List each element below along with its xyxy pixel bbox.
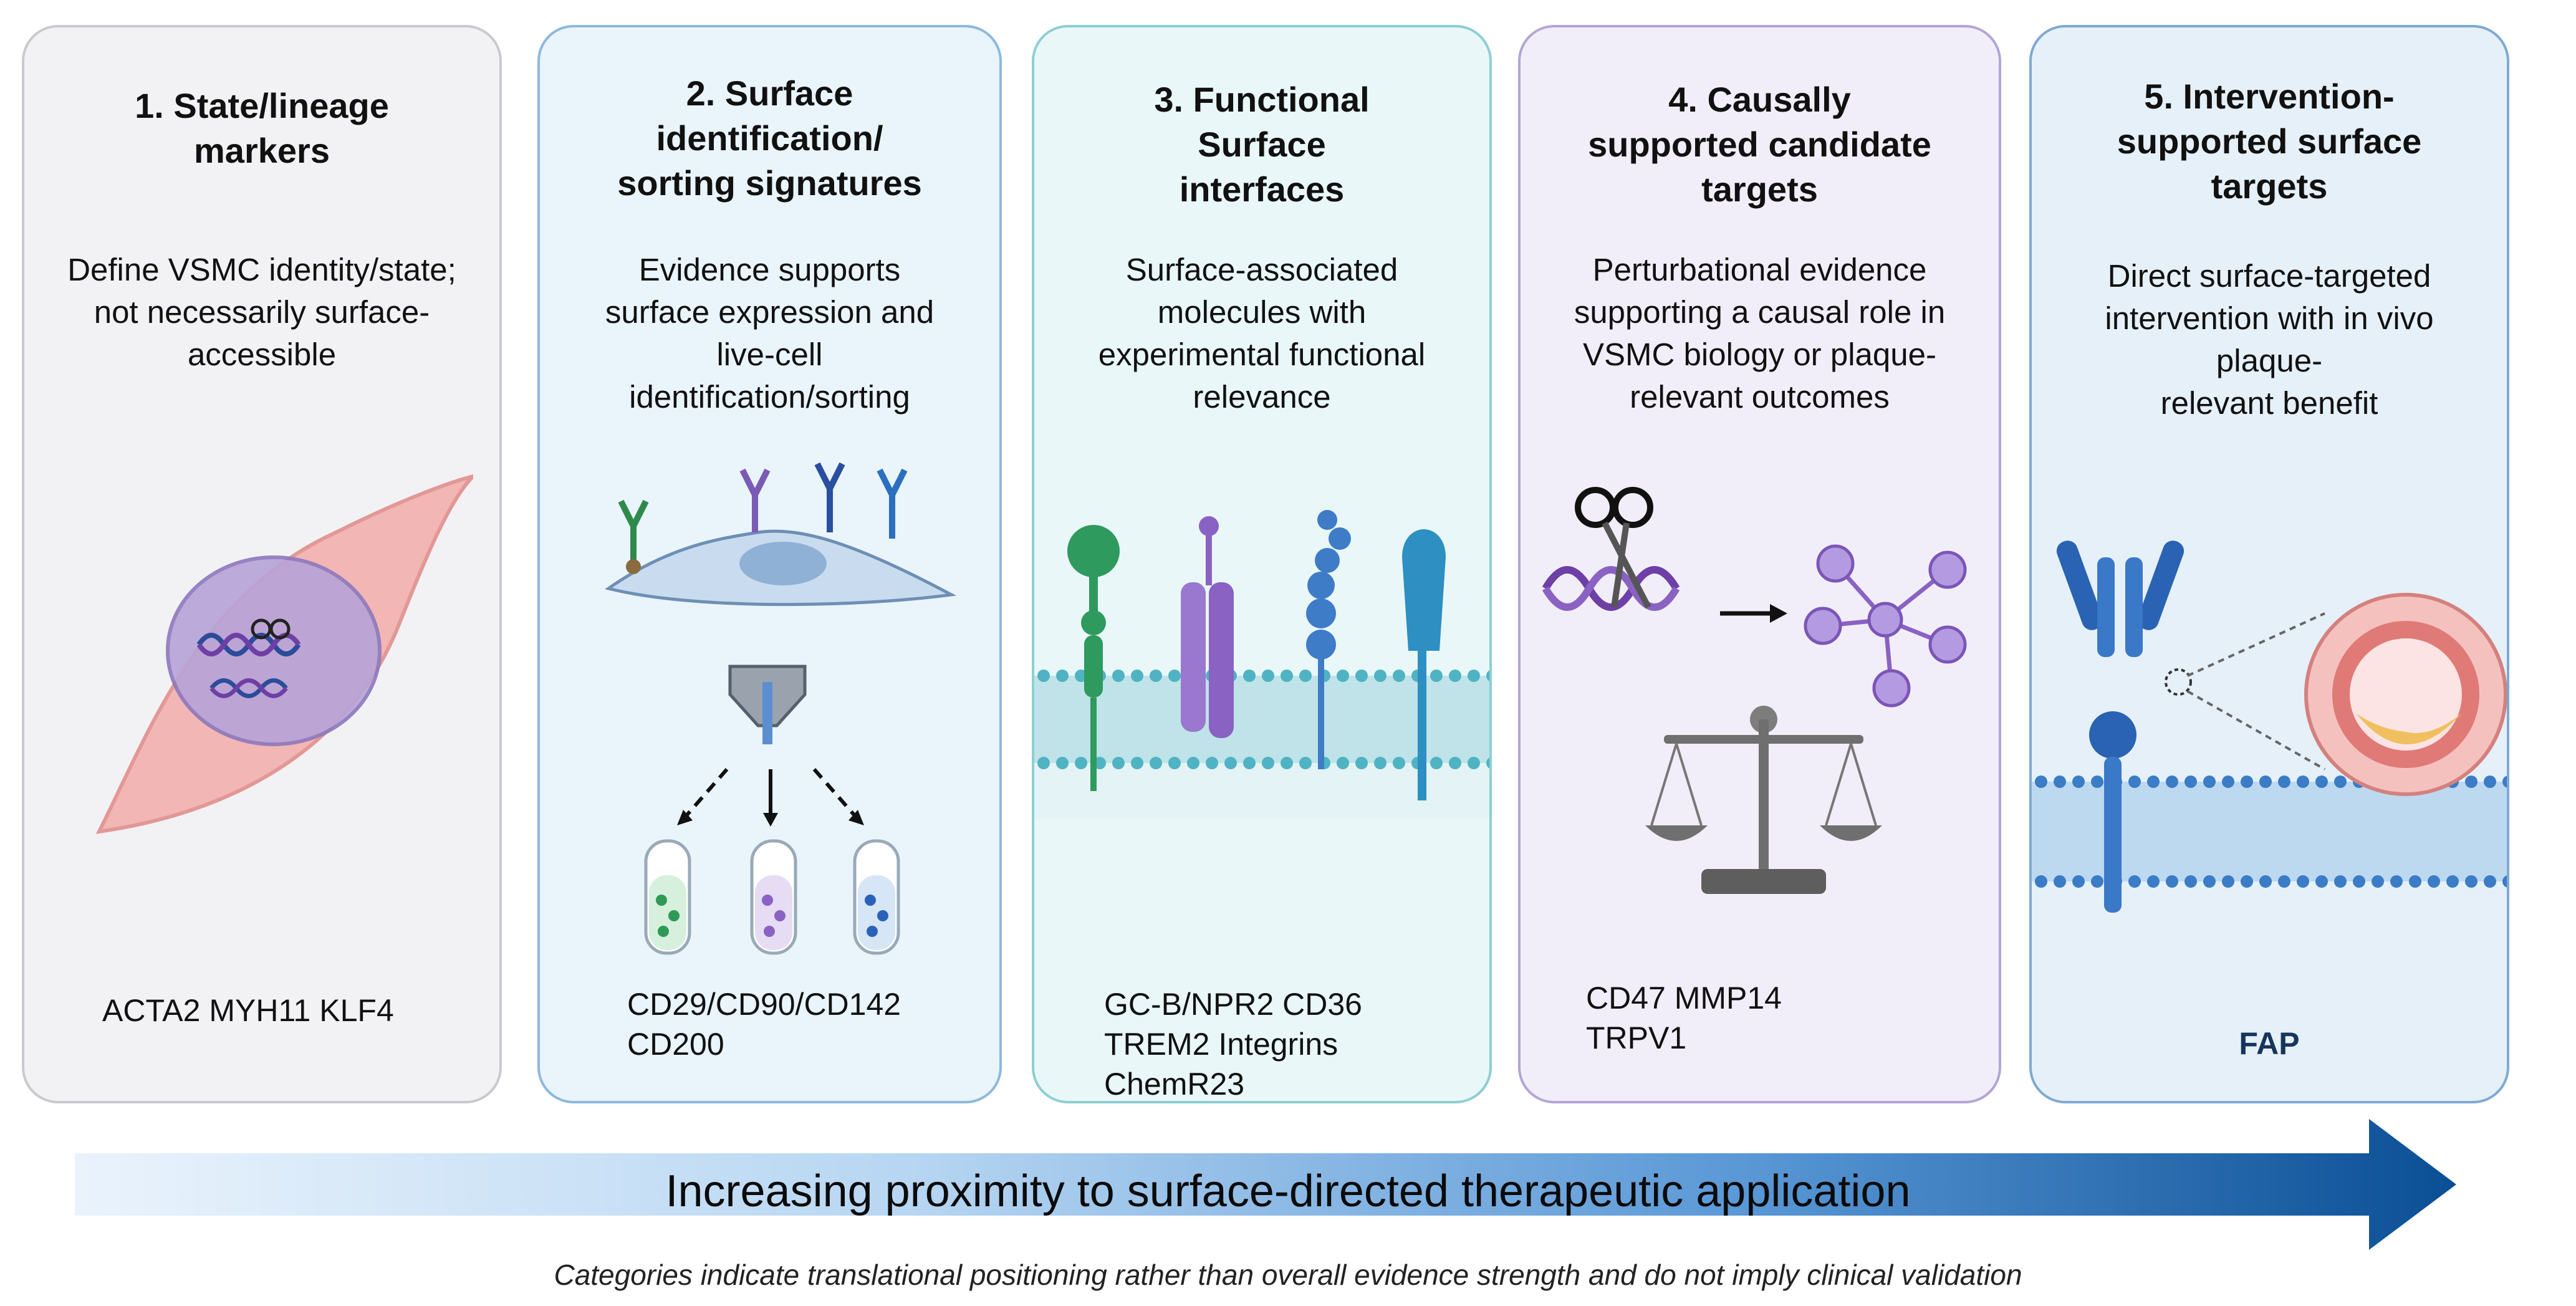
panel-5-markers: FAP — [2239, 1026, 2300, 1061]
panel-intervention-supported-targets: 5. Intervention- supported surface targe… — [2029, 25, 2509, 1103]
panel-2-title: 2. Surface identification/ sorting signa… — [617, 74, 922, 203]
cell-sorter-nozzle-icon — [728, 665, 807, 744]
panel-surface-identification: 2. Surface identification/ sorting signa… — [537, 25, 1002, 1103]
balance-scale-icon — [1645, 706, 1882, 894]
panel-5-title: 5. Intervention- supported surface targe… — [2117, 77, 2422, 206]
panel-3-description: Surface-associated molecules with experi… — [1098, 252, 1426, 415]
panel-causally-supported-targets: 4. Causally supported candidate targets … — [1518, 25, 2001, 1103]
gradient-arrow — [75, 1119, 2456, 1250]
panel-3-title: 3. Functional Surface interfaces — [1154, 80, 1370, 209]
panel-2-description: Evidence supports surface expression and… — [605, 252, 935, 415]
arrow-label: Increasing proximity to surface-directed… — [665, 1166, 1911, 1216]
panel-1-markers: ACTA2 MYH11 KLF4 — [102, 993, 394, 1028]
panel-functional-surface-interfaces: 3. Functional Surface interfaces Surface… — [1032, 25, 1492, 1103]
panel-4-markers: CD47 MMP14 TRPV1 — [1586, 981, 1782, 1055]
panel-4-description: Perturbational evidence supporting a cau… — [1574, 252, 1946, 415]
sorting-arrows — [677, 768, 864, 827]
membrane-receptors-illustration — [1034, 510, 1489, 819]
panel-4-title: 4. Causally supported candidate targets — [1588, 80, 1931, 209]
panel-2-markers: CD29/CD90/CD142 CD200 — [627, 987, 901, 1062]
smooth-muscle-cell-illustration — [95, 474, 473, 834]
footnote: Categories indicate translational positi… — [554, 1259, 2022, 1291]
panel-1-title: 1. State/lineage markers — [135, 86, 389, 170]
antibody-labeled-cell-illustration — [605, 462, 957, 607]
network-graph-icon — [1804, 544, 1967, 708]
crispr-dna-scissors-icon — [1542, 487, 1680, 611]
panel-1-description: Define VSMC identity/state; not necessar… — [67, 252, 456, 372]
panel-5-description: Direct surface-targeted intervention wit… — [2105, 258, 2434, 421]
panel-3-markers: GC-B/NPR2 CD36 TREM2 Integrins ChemR23 — [1104, 987, 1362, 1102]
sorted-tubes-illustration — [644, 839, 900, 955]
antibody-on-membrane-illustration — [2032, 540, 2507, 913]
panel-state-lineage-markers: 1. State/lineage markers Define VSMC ide… — [22, 25, 502, 1103]
arrow-right-icon — [1720, 604, 1787, 623]
